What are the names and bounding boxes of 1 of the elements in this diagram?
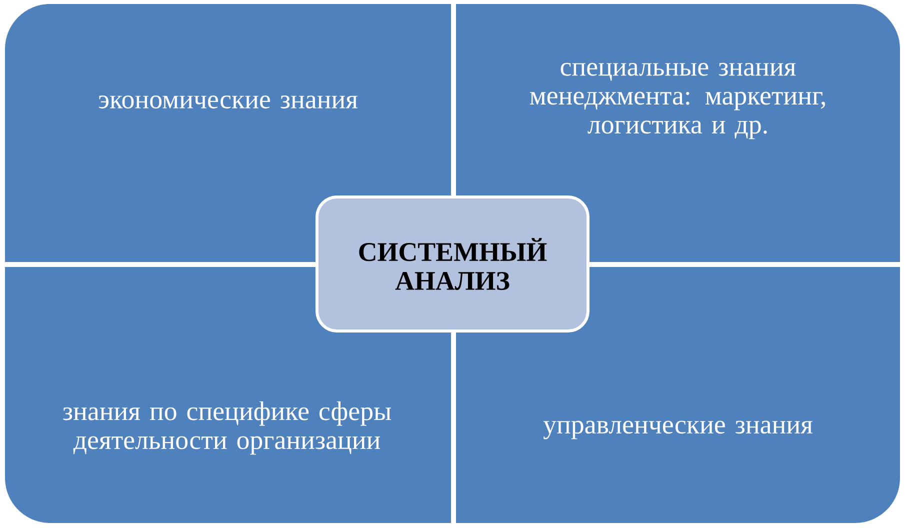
center-box: СИСТЕМНЫЙ АНАЛИЗ xyxy=(316,195,590,332)
